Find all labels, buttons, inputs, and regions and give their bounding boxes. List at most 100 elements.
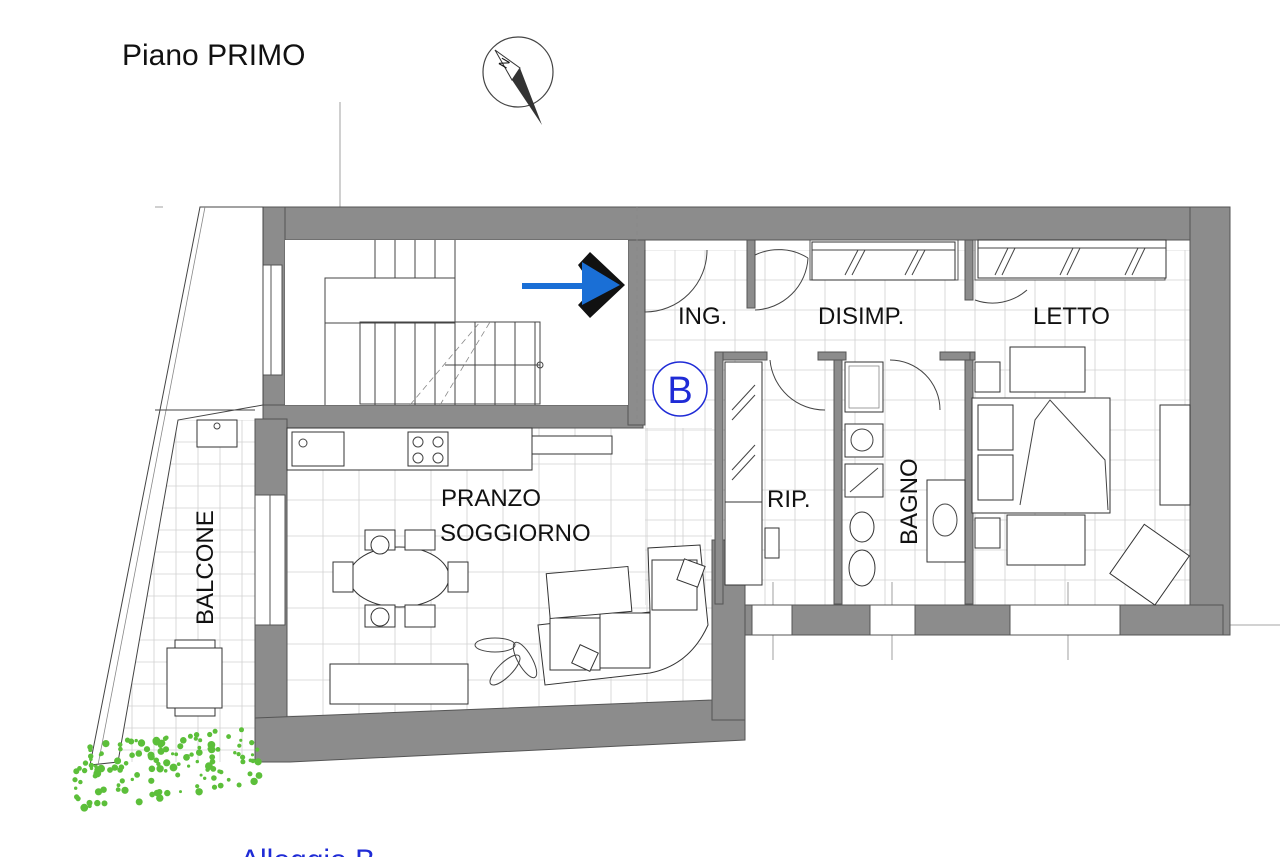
plant-leaf: [157, 747, 165, 755]
plant-leaf: [118, 746, 123, 752]
plant-leaf: [156, 794, 164, 802]
unit-badge: B: [652, 361, 708, 417]
plant-leaf: [80, 803, 89, 812]
plant-leaf: [209, 758, 216, 765]
plant-leaf: [255, 747, 260, 752]
entry-arrow-icon: [522, 252, 625, 318]
plant-leaf: [215, 747, 221, 752]
plant-leaf: [195, 784, 200, 789]
sideboard: [329, 663, 469, 705]
floor-plant: [474, 637, 538, 686]
plant-leaf: [94, 788, 103, 796]
plant-leaf: [124, 737, 131, 743]
room-label-letto: LETTO: [1033, 303, 1110, 330]
plant-leaf: [236, 782, 242, 788]
plant-leaf: [101, 800, 108, 807]
plant-leaf: [92, 773, 98, 779]
plant-leaf: [134, 772, 141, 778]
ripostiglio-chair: [764, 527, 780, 559]
plant-leaf: [237, 743, 242, 748]
plant-leaf: [250, 777, 258, 786]
plant-leaf: [186, 754, 190, 758]
plant-leaf: [179, 790, 182, 794]
doors: [644, 249, 1028, 411]
plant-leaf: [134, 738, 138, 743]
dining-table: [332, 529, 469, 628]
plant-leaf: [240, 759, 246, 765]
corner-sofa: [537, 544, 709, 686]
plant-leaf: [162, 736, 168, 741]
plant-leaf: [236, 752, 241, 757]
plant-leaf: [176, 762, 181, 766]
balcony: [89, 206, 264, 766]
plant-leaf: [89, 757, 93, 762]
plant-leaf: [143, 746, 151, 753]
plant-leaf: [88, 748, 93, 753]
plant-leaf: [148, 765, 156, 773]
wardrobe-letto: [977, 239, 1167, 279]
plant-leaf: [187, 733, 193, 739]
plant-leaf: [249, 740, 255, 746]
plant-leaf: [196, 749, 203, 756]
plant-leaf: [88, 762, 94, 769]
plant-leaf: [207, 731, 213, 738]
room-label-soggiorno: SOGGIORNO: [440, 520, 591, 547]
plant-leaf: [205, 762, 213, 770]
staircase: [285, 207, 638, 420]
apartment-title: Alloggio B: [240, 844, 375, 857]
plant-leaf: [87, 803, 92, 809]
plant-leaf: [121, 786, 129, 794]
plant-leaf: [180, 737, 187, 744]
plant-leaf: [94, 799, 101, 807]
plant-leaf: [248, 758, 253, 763]
plant-leaf: [135, 750, 143, 757]
plant-leaf: [137, 739, 146, 747]
plant-leaf: [88, 753, 94, 759]
plant-leaf: [78, 779, 83, 785]
plant-leaf: [74, 786, 78, 790]
plant-leaf: [102, 740, 110, 748]
plant-leaf: [187, 764, 191, 768]
plant-leaf: [107, 767, 113, 773]
plant-leaf: [197, 745, 202, 750]
plant-leaf: [94, 764, 98, 768]
plant-leaf: [163, 769, 168, 773]
plant-leaf: [152, 736, 161, 745]
wardrobe-disimpegno: [811, 241, 956, 281]
plant-leaf: [158, 789, 162, 794]
plant-leaf: [130, 777, 134, 782]
plant-leaf: [171, 752, 175, 756]
plant-leaf: [240, 754, 246, 760]
plant-leaf: [114, 757, 122, 765]
plant-leaf: [207, 747, 211, 751]
plant-leaf: [209, 754, 216, 760]
plant-leaf: [156, 765, 164, 773]
plant-leaf: [211, 784, 218, 790]
plant-leaf: [99, 751, 104, 756]
kitchen-counter: [286, 427, 613, 471]
unit-badge-letter: B: [667, 370, 692, 412]
plant-leaf: [164, 789, 171, 797]
bedroom-furniture: [971, 346, 1191, 606]
plant-leaf: [256, 761, 261, 766]
plant-leaf: [239, 738, 243, 742]
plant-leaf: [157, 742, 164, 748]
plant-leaf: [247, 771, 253, 777]
plant-leaf: [226, 777, 231, 782]
planter-greenery: [72, 727, 263, 812]
plant-leaf: [189, 752, 194, 757]
plant-leaf: [81, 767, 88, 774]
room-label-pranzo: PRANZO: [441, 485, 541, 512]
plant-leaf: [116, 783, 121, 788]
plant-leaf: [123, 761, 129, 766]
plant-leaf: [175, 772, 181, 778]
plant-leaf: [148, 777, 155, 784]
plant-leaf: [97, 764, 105, 773]
plant-leaf: [75, 796, 81, 802]
plant-leaf: [195, 788, 203, 796]
north-compass-icon: N: [482, 36, 554, 125]
bathroom-fixtures: [844, 361, 966, 587]
plant-leaf: [89, 766, 94, 771]
plant-leaf: [174, 752, 179, 757]
